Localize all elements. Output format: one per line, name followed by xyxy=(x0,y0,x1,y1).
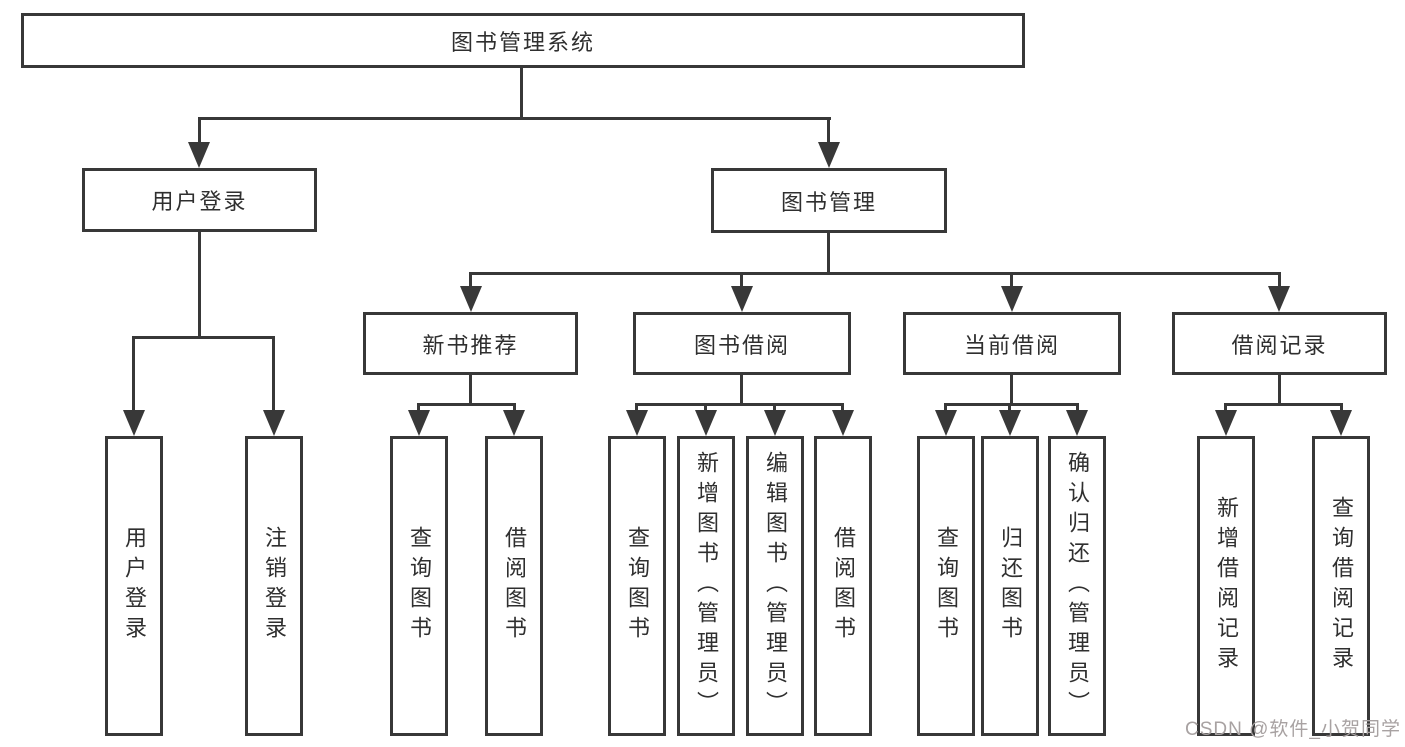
connector-line xyxy=(132,336,275,339)
connector-line xyxy=(1010,272,1013,288)
connector-line xyxy=(1076,403,1079,415)
leaf-logout: 注销登录 xyxy=(245,436,303,736)
node-book-borrowing: 图书借阅 xyxy=(633,312,851,375)
connector-line xyxy=(1008,403,1011,415)
connector-line xyxy=(132,336,135,412)
connector-line xyxy=(1224,403,1343,406)
node-borrowing-records-label: 借阅记录 xyxy=(1231,332,1328,358)
arrow-down-icon xyxy=(1001,286,1023,312)
node-user-login: 用户登录 xyxy=(82,168,317,232)
arrow-down-icon xyxy=(999,410,1021,436)
connector-line xyxy=(827,233,830,272)
connector-line xyxy=(469,375,472,403)
connector-line xyxy=(417,403,420,415)
connector-line xyxy=(635,403,638,415)
leaf-confirm-return-admin: 确认归还（管理员） xyxy=(1048,436,1106,736)
node-user-login-label: 用户登录 xyxy=(151,189,248,214)
connector-line xyxy=(198,117,831,120)
arrow-down-icon xyxy=(1215,410,1237,436)
connector-line xyxy=(1340,403,1343,415)
connector-line xyxy=(1278,272,1281,288)
connector-line xyxy=(773,403,776,415)
watermark: CSDN @软件_小贺同学 xyxy=(1185,719,1401,740)
connector-line xyxy=(272,336,275,412)
arrow-down-icon xyxy=(935,410,957,436)
leaf-borrow-books: 借阅图书 xyxy=(814,436,872,736)
leaf-add-borrow-record: 新增借阅记录 xyxy=(1197,436,1255,736)
connector-line xyxy=(198,117,201,146)
connector-line xyxy=(740,272,743,288)
node-borrowing-records: 借阅记录 xyxy=(1172,312,1387,375)
leaf-user-login: 用户登录 xyxy=(105,436,163,736)
arrow-down-icon xyxy=(764,410,786,436)
arrow-down-icon xyxy=(263,410,285,436)
connector-line xyxy=(520,68,523,117)
arrow-down-icon xyxy=(188,142,210,168)
connector-line xyxy=(704,403,707,415)
node-current-borrowing-label: 当前借阅 xyxy=(963,332,1060,358)
leaf-query-books-current: 查询图书 xyxy=(917,436,975,736)
connector-line xyxy=(827,117,830,146)
arrow-down-icon xyxy=(460,286,482,312)
node-book-management: 图书管理 xyxy=(711,168,947,233)
arrow-down-icon xyxy=(1330,410,1352,436)
connector-line xyxy=(944,403,1079,406)
node-book-management-label: 图书管理 xyxy=(780,189,877,215)
arrow-down-icon xyxy=(626,410,648,436)
node-current-borrowing: 当前借阅 xyxy=(903,312,1121,375)
leaf-add-book-admin: 新增图书（管理员） xyxy=(677,436,735,736)
leaf-return-book: 归还图书 xyxy=(981,436,1039,736)
arrow-down-icon xyxy=(1268,286,1290,312)
node-root: 图书管理系统 xyxy=(21,13,1025,68)
connector-line xyxy=(635,403,844,406)
arrow-down-icon xyxy=(503,410,525,436)
leaf-query-books-recommend: 查询图书 xyxy=(390,436,448,736)
leaf-query-borrow-record: 查询借阅记录 xyxy=(1312,436,1370,736)
connector-line xyxy=(841,403,844,415)
node-new-book-recommend: 新书推荐 xyxy=(363,312,578,375)
connector-line xyxy=(469,272,472,288)
connector-line xyxy=(1010,375,1013,403)
arrow-down-icon xyxy=(408,410,430,436)
leaf-borrow-books-recommend: 借阅图书 xyxy=(485,436,543,736)
arrow-down-icon xyxy=(731,286,753,312)
connector-line xyxy=(469,272,1281,275)
leaf-edit-book-admin: 编辑图书（管理员） xyxy=(746,436,804,736)
arrow-down-icon xyxy=(1066,410,1088,436)
node-new-book-recommend-label: 新书推荐 xyxy=(422,332,519,358)
connector-line xyxy=(198,232,201,336)
connector-line xyxy=(417,403,516,406)
arrow-down-icon xyxy=(832,410,854,436)
connector-line xyxy=(513,403,516,415)
connector-line xyxy=(944,403,947,415)
arrow-down-icon xyxy=(818,142,840,168)
node-root-label: 图书管理系统 xyxy=(450,29,595,55)
connector-line xyxy=(1278,375,1281,403)
node-book-borrowing-label: 图书借阅 xyxy=(693,332,790,358)
connector-line xyxy=(740,375,743,403)
arrow-down-icon xyxy=(123,410,145,436)
arrow-down-icon xyxy=(695,410,717,436)
leaf-query-books-borrowing: 查询图书 xyxy=(608,436,666,736)
connector-line xyxy=(1224,403,1227,415)
